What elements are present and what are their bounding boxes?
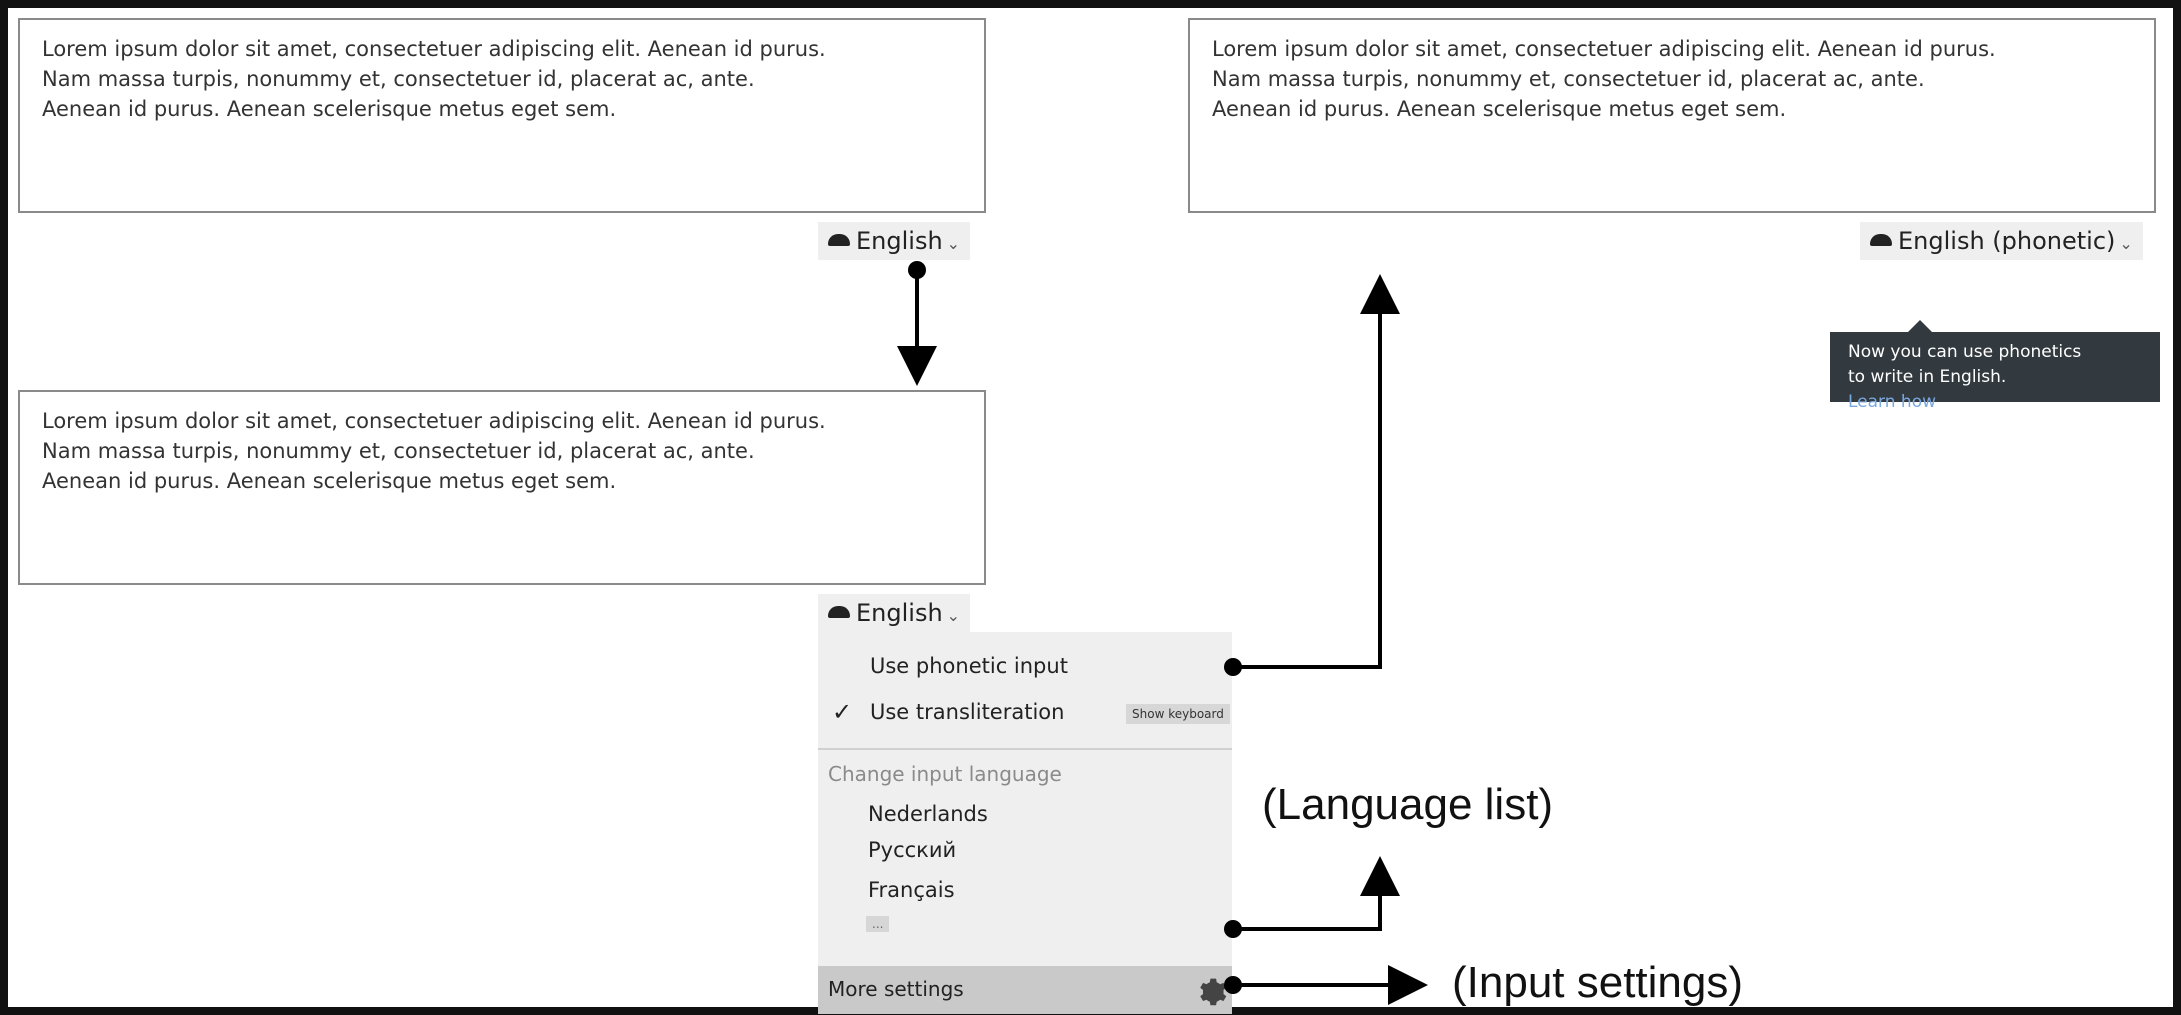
input-menu: Use phonetic input ✓ Use transliteration…: [818, 632, 1232, 1014]
menu-item-phonetic-input[interactable]: Use phonetic input: [870, 654, 1068, 678]
arrow-language-list: [1224, 856, 1400, 938]
text-line: Lorem ipsum dolor sit amet, consectetuer…: [42, 409, 826, 433]
text-line: Aenean id purus. Aenean scelerisque metu…: [1212, 97, 1787, 121]
language-label: English: [856, 227, 943, 255]
checkmark-icon: ✓: [832, 698, 853, 726]
keyboard-icon: [1870, 234, 1892, 246]
arrow-input-settings: [1224, 965, 1428, 1005]
arrow-phonetic-input: [1224, 274, 1400, 676]
text-line: Aenean id purus. Aenean scelerisque metu…: [42, 97, 617, 121]
chevron-down-icon: ⌄: [2119, 234, 2133, 253]
annotation-language-list: (Language list): [1262, 780, 1554, 829]
annotation-input-settings: (Input settings): [1452, 958, 1744, 1007]
tooltip-line: to write in English.: [1848, 367, 2007, 387]
text-line: Lorem ipsum dolor sit amet, consectetuer…: [1212, 37, 1996, 61]
learn-how-link[interactable]: Learn how: [1848, 392, 1936, 412]
tooltip-line: Now you can use phonetics: [1848, 342, 2082, 362]
text-line: Nam massa turpis, nonummy et, consectetu…: [42, 439, 755, 463]
show-keyboard-button[interactable]: Show keyboard: [1126, 704, 1230, 724]
more-settings-row[interactable]: More settings: [818, 966, 1232, 1014]
menu-item-transliteration[interactable]: Use transliteration: [870, 700, 1064, 724]
chevron-down-icon: ⌄: [946, 606, 961, 625]
phonetic-tooltip: Now you can use phonetics to write in En…: [1830, 320, 2160, 412]
keyboard-icon: [828, 234, 850, 246]
text-area-menu-open[interactable]: Lorem ipsum dolor sit amet, consectetuer…: [18, 390, 986, 585]
text-line: Lorem ipsum dolor sit amet, consectetuer…: [42, 37, 826, 61]
language-label: English: [856, 599, 943, 627]
text-area-phonetic[interactable]: Lorem ipsum dolor sit amet, consectetuer…: [1188, 18, 2156, 213]
chevron-down-icon: ⌄: [946, 234, 961, 253]
change-language-heading: Change input language: [828, 762, 1062, 786]
arrow-open-menu: [897, 261, 937, 386]
language-selector-button-phonetic[interactable]: English (phonetic)⌄: [1860, 222, 2143, 260]
more-languages-button[interactable]: ...: [866, 916, 890, 932]
text-area-initial[interactable]: Lorem ipsum dolor sit amet, consectetuer…: [18, 18, 986, 213]
language-selector-button[interactable]: English⌄: [818, 222, 971, 260]
keyboard-icon: [828, 606, 850, 618]
menu-item-label: Use transliteration: [870, 700, 1065, 724]
text-line: Nam massa turpis, nonummy et, consectetu…: [42, 67, 755, 91]
language-option-fr[interactable]: Français: [868, 878, 955, 902]
menu-item-label: Use phonetic input: [870, 654, 1068, 678]
gear-icon[interactable]: [1194, 970, 1228, 1010]
language-label: English (phonetic): [1898, 227, 2116, 255]
text-line: Nam massa turpis, nonummy et, consectetu…: [1212, 67, 1925, 91]
language-selector-button-open[interactable]: English⌄: [818, 594, 971, 632]
language-option-ru[interactable]: Русский: [868, 838, 957, 862]
menu-divider: [818, 748, 1232, 750]
more-settings-label: More settings: [828, 977, 964, 1001]
language-option-nl[interactable]: Nederlands: [868, 802, 988, 826]
text-line: Aenean id purus. Aenean scelerisque metu…: [42, 469, 617, 493]
